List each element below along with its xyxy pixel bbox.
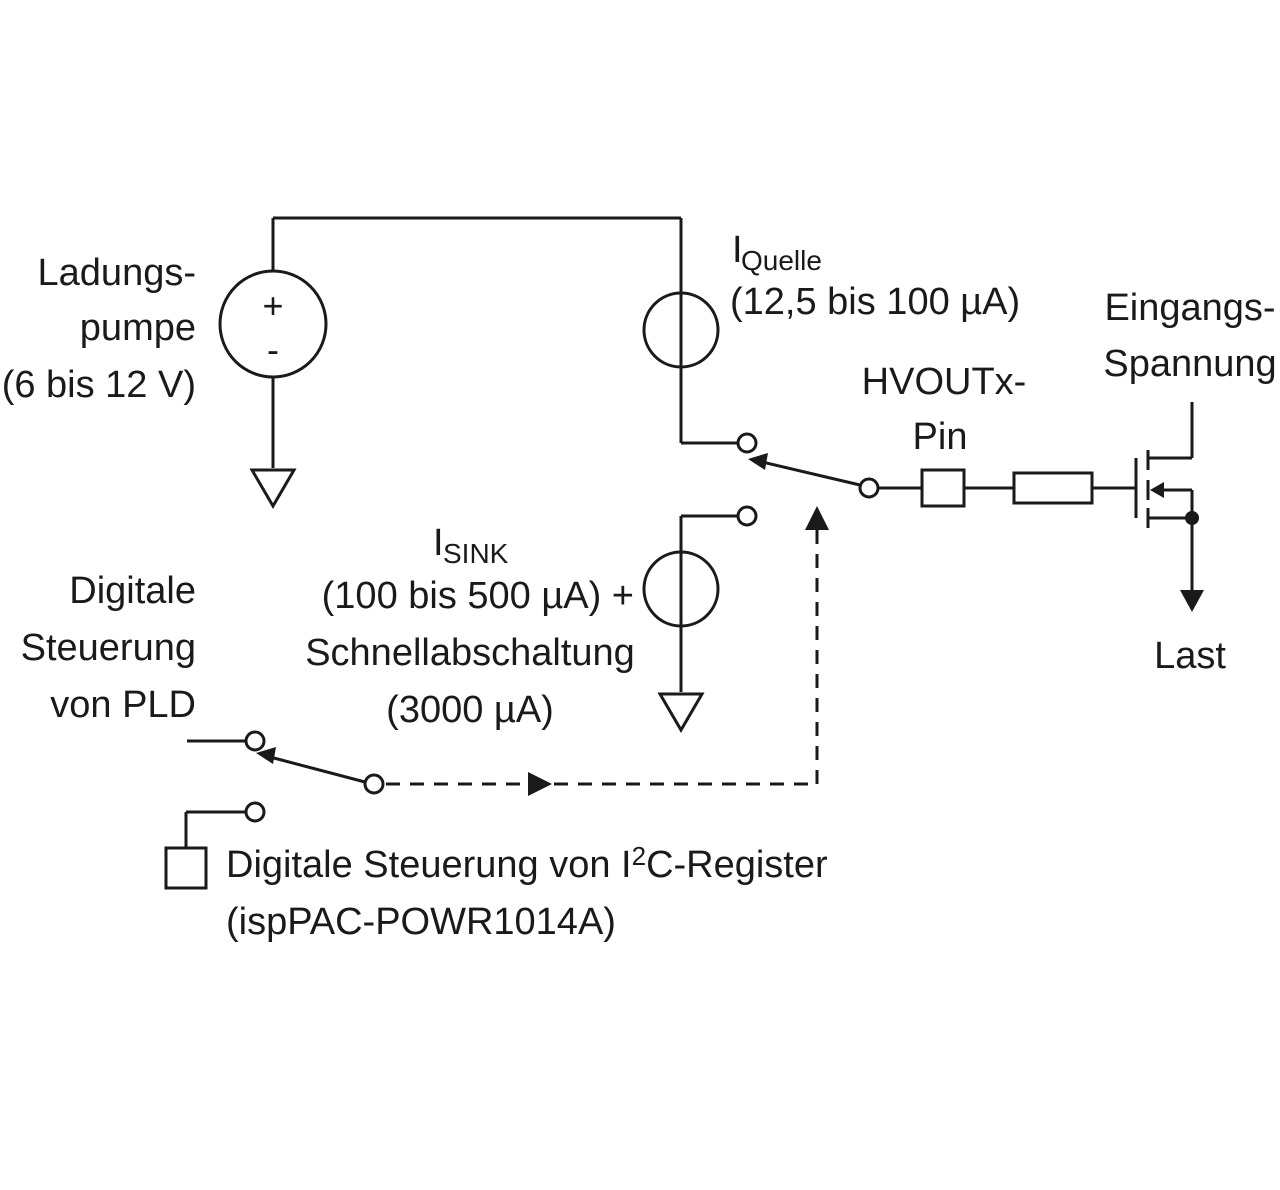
switch-contact-i2c: [244, 801, 266, 823]
control-selector-switch: [164, 730, 385, 890]
sink-current-subscript: SINK: [443, 538, 509, 569]
charge-pump-plus-sign: +: [262, 285, 283, 326]
ground-symbol-charge-pump: [249, 468, 297, 509]
charge-pump-label-line2: pumpe: [80, 307, 196, 349]
charge-pump-minus-sign: -: [267, 329, 279, 370]
pld-control-label-line3: von PLD: [50, 684, 196, 726]
input-voltage-label-line2: Spannung: [1103, 343, 1276, 385]
i2c-control-label-line1: Digitale Steuerung von I2C-Register: [226, 841, 828, 886]
output-selector-switch: [736, 432, 880, 527]
dashed-control-line: [386, 506, 829, 796]
switch-common-contact: [858, 477, 880, 499]
i2c-register-box: [164, 846, 208, 890]
series-resistor: [1012, 471, 1094, 505]
switch-contact-sink: [736, 505, 758, 527]
load-label: Last: [1154, 635, 1226, 677]
sink-current-label-line3: (3000 µA): [386, 689, 554, 731]
sink-current-source: [642, 514, 738, 692]
pld-control-label-line2: Steuerung: [21, 627, 196, 669]
sink-current-label-line2: Schnellabschaltung: [305, 632, 635, 674]
hvout-pin-box: [920, 468, 966, 508]
charge-pump-label-line1: Ladungs-: [38, 252, 196, 294]
mosfet-transistor: [1134, 402, 1204, 612]
charge-pump-source: [218, 216, 681, 468]
i2c-control-label-line2: (ispPAC-POWR1014A): [226, 901, 616, 943]
switch-contact-pld: [244, 730, 266, 752]
source-current-range: (12,5 bis 100 µA): [730, 281, 1020, 323]
input-voltage-label-line1: Eingangs-: [1104, 287, 1275, 329]
control-switch-arrow: [256, 747, 276, 764]
source-current-subscript: Quelle: [741, 245, 822, 276]
hvout-pin-label-line1: HVOUTx-: [862, 361, 1027, 403]
load-arrow: [1180, 590, 1204, 612]
sink-current-label-line1: (100 bis 500 µA) +: [322, 575, 634, 617]
charge-pump-label-line3: (6 bis 12 V): [2, 364, 196, 406]
switch-arrow: [748, 453, 768, 470]
hvout-pin-label-line2: Pin: [913, 416, 968, 458]
output-path: [878, 468, 1136, 508]
pld-control-label-line1: Digitale: [69, 570, 196, 612]
sink-current-symbol: I: [433, 522, 444, 564]
ground-symbol-sink: [657, 692, 705, 733]
source-current-source: [642, 218, 738, 445]
switch-contact-source: [736, 432, 758, 454]
source-current-symbol: I: [732, 229, 743, 271]
control-switch-common: [363, 773, 385, 795]
